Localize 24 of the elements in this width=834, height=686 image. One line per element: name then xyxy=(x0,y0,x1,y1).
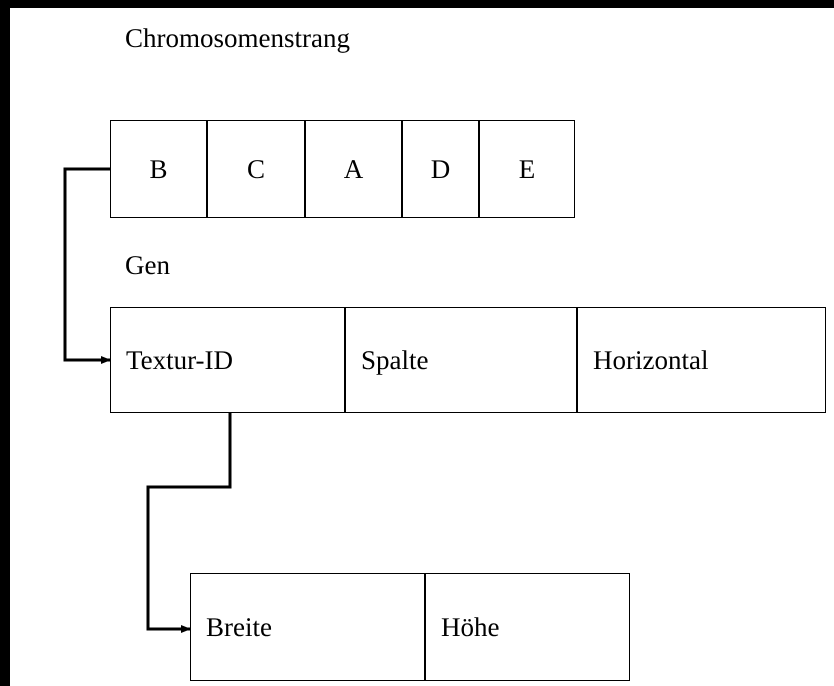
cell-text: A xyxy=(344,152,364,186)
row-heading: Chromosomenstrang xyxy=(125,22,350,55)
gene-cell xyxy=(190,573,425,681)
cell-text: Spalte xyxy=(361,344,428,377)
gene-cell xyxy=(305,120,402,218)
row-heading: Gen xyxy=(125,249,170,282)
gene-cell xyxy=(479,120,575,218)
gene-cell xyxy=(110,120,207,218)
gene-cell xyxy=(402,120,479,218)
gene-cell xyxy=(425,573,630,681)
connector-arrow xyxy=(146,413,232,633)
cell-text: Höhe xyxy=(441,610,500,644)
gene-cell xyxy=(345,307,577,413)
cell-text: Breite xyxy=(206,610,272,644)
cell-text: B xyxy=(149,152,168,186)
cell-text: E xyxy=(518,152,536,186)
cell-text: D xyxy=(430,152,450,186)
gene-cell xyxy=(110,307,345,413)
cell-text: C xyxy=(246,152,265,186)
connector-arrow xyxy=(64,168,111,364)
gene-cell xyxy=(577,307,826,413)
gene-cell xyxy=(207,120,305,218)
cell-text: Textur-ID xyxy=(126,344,234,377)
cell-text: Horizontal xyxy=(593,344,708,377)
